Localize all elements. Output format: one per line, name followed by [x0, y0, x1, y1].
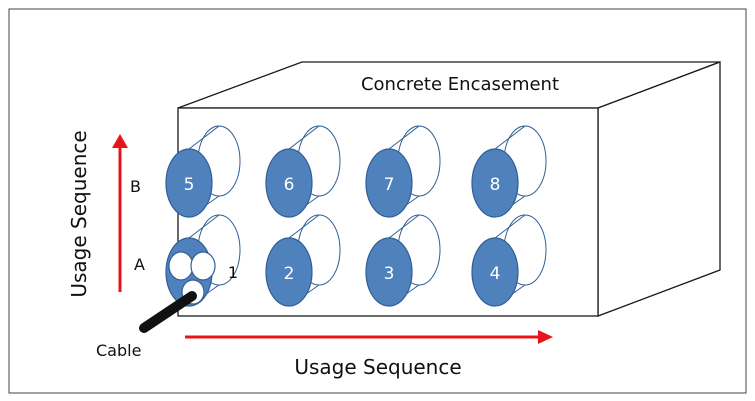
- conduit-face: [471, 237, 519, 307]
- encasement-title: Concrete Encasement: [361, 74, 559, 95]
- conduit-2: 2: [265, 214, 341, 307]
- vertical-usage-arrow: [112, 134, 128, 292]
- subduct-right: [190, 251, 216, 281]
- vertical-arrowhead: [112, 134, 128, 148]
- conduit-number: 7: [384, 175, 395, 195]
- conduit-number: 2: [284, 264, 295, 284]
- conduit-edge-top: [388, 214, 420, 239]
- horizontal-arrowhead: [538, 330, 553, 344]
- horizontal-axis-label: Usage Sequence: [294, 355, 461, 379]
- conduit-face: [365, 148, 413, 218]
- horizontal-usage-arrow: [185, 330, 553, 344]
- conduit-face: [265, 148, 313, 218]
- conduit-edge-top: [494, 125, 526, 150]
- cable-line: [139, 291, 197, 333]
- conduit-number: 1: [228, 263, 238, 282]
- conduit-4: 4: [471, 214, 547, 307]
- conduit-edge-top: [188, 214, 220, 239]
- conduit-face: [471, 148, 519, 218]
- conduit-number: 8: [490, 175, 501, 195]
- conduit-number: 6: [284, 175, 295, 195]
- conduit-edge-top: [288, 125, 320, 150]
- conduit-edge-top: [288, 214, 320, 239]
- conduit-edge-top: [388, 125, 420, 150]
- conduit-3: 3: [365, 214, 441, 307]
- conduit-number: 5: [184, 175, 195, 195]
- concrete-encasement-box: [177, 61, 721, 317]
- conduit-edge-top: [494, 214, 526, 239]
- conduit-7: 7: [365, 125, 441, 218]
- conduit-8: 8: [471, 125, 547, 218]
- row-label-b: B: [130, 177, 141, 196]
- conduit-number: 3: [384, 264, 395, 284]
- conduit-face: [265, 237, 313, 307]
- conduit-6: 6: [265, 125, 341, 218]
- conduit-face: [165, 148, 213, 218]
- conduit-5: 5: [165, 125, 241, 218]
- conduit-grid: 5 6 7 8 1 2 3 4: [165, 125, 547, 307]
- conduit-face: [365, 237, 413, 307]
- conduit-number: 4: [490, 264, 501, 284]
- cable-label: Cable: [96, 341, 141, 360]
- subduct-left: [168, 251, 194, 281]
- conduit-edge-top: [188, 125, 220, 150]
- row-label-a: A: [134, 255, 145, 274]
- figure-frame: [8, 8, 747, 394]
- vertical-axis-label: Usage Sequence: [67, 130, 91, 297]
